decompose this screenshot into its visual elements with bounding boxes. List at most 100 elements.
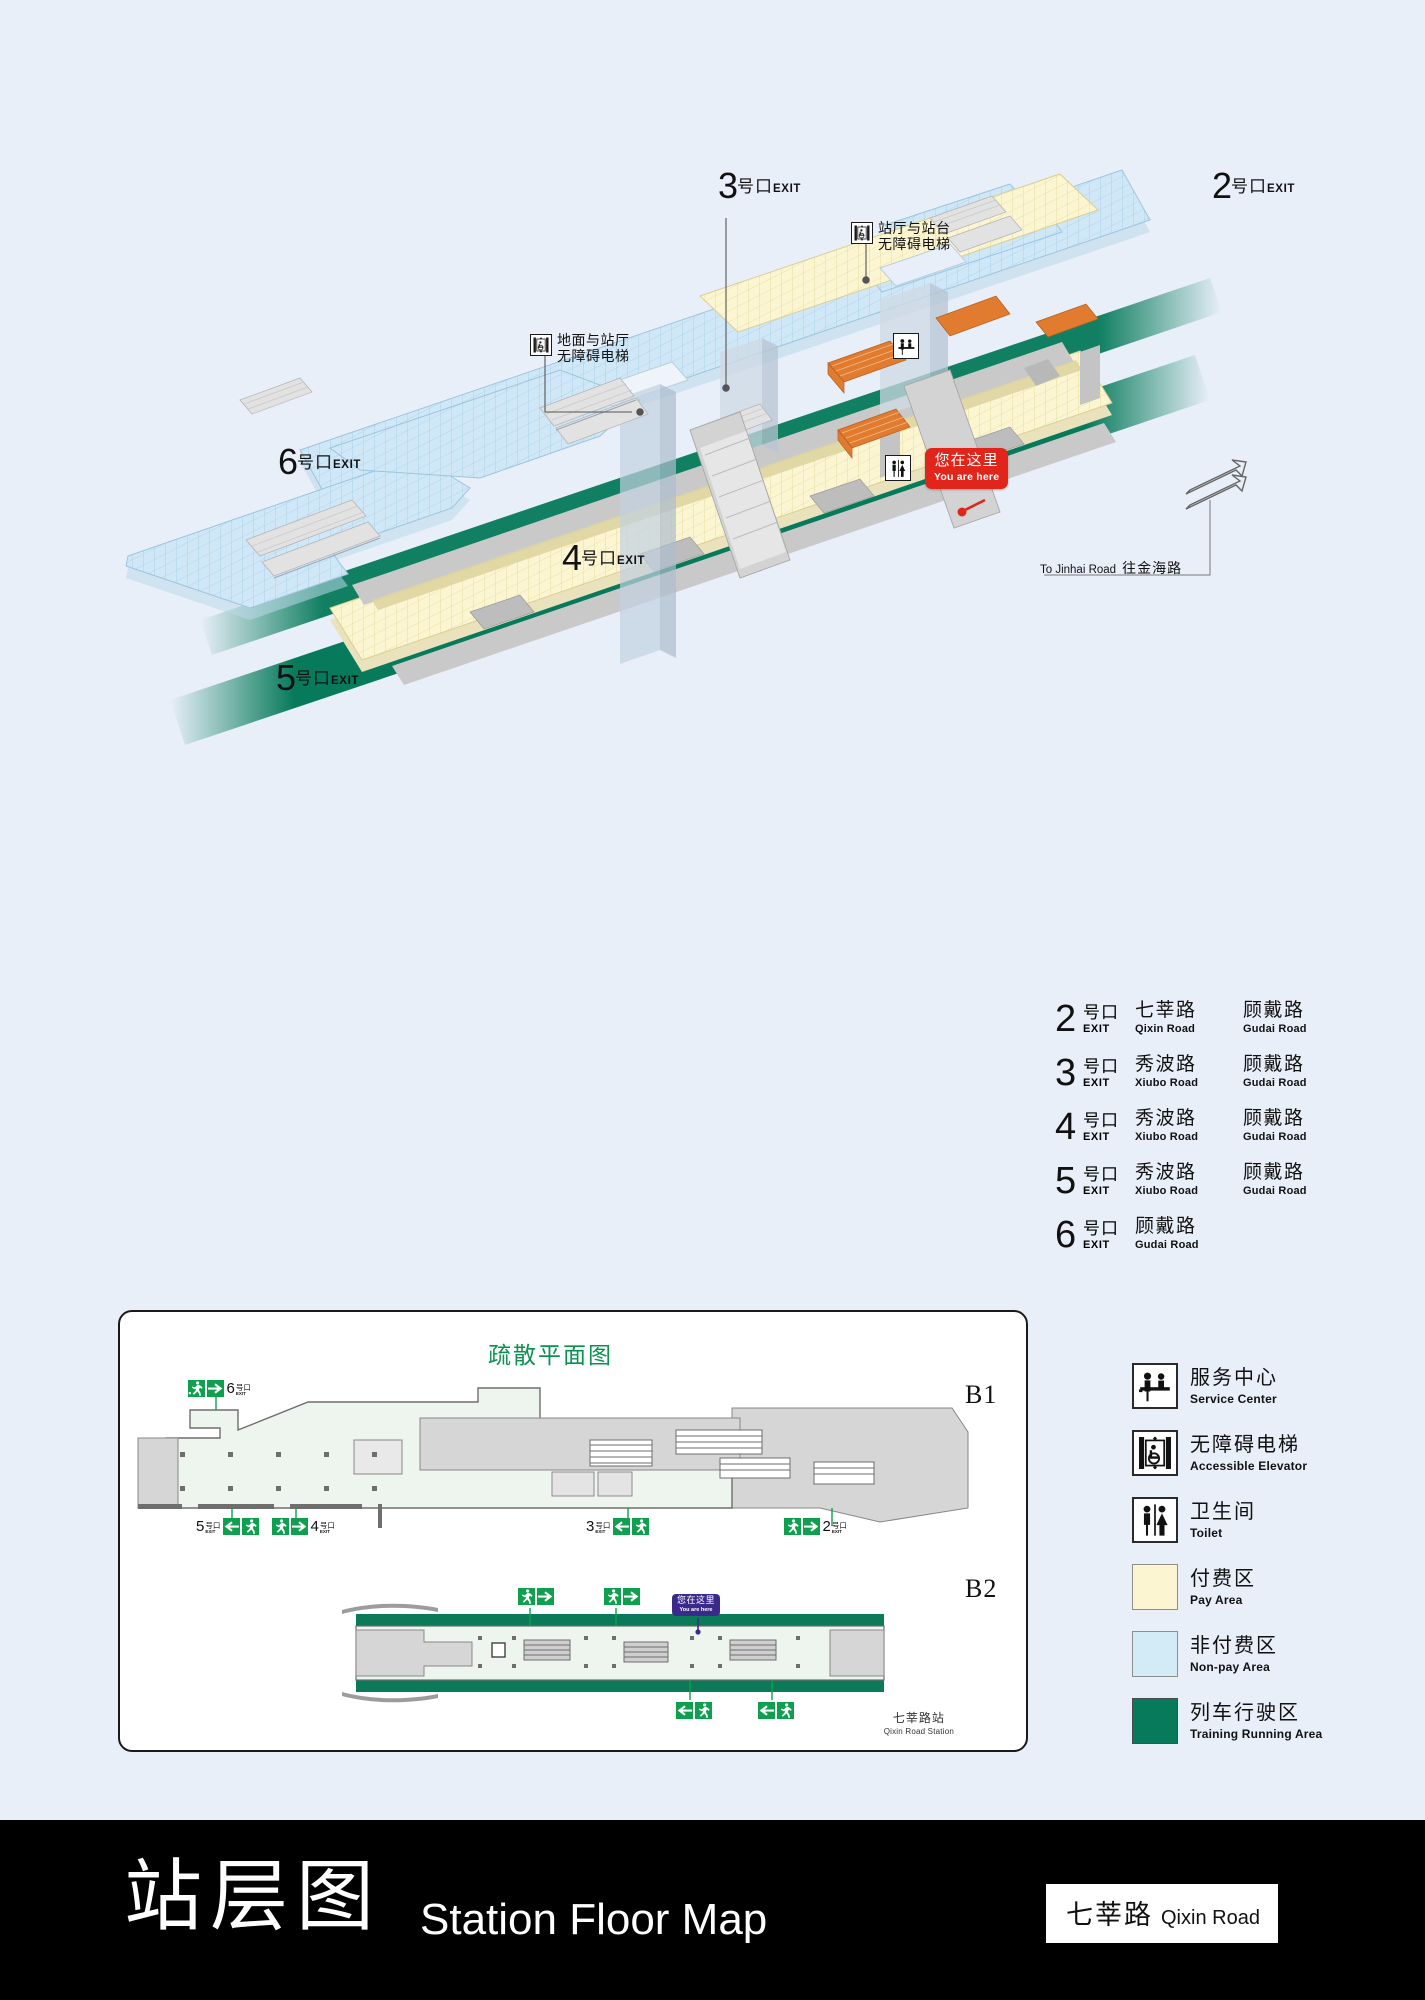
running-man-icon: [694, 1702, 712, 1719]
exit-list-row: 2 号口 EXIT 七莘路 Qixin Road 顾戴路 Gudai Road: [1055, 995, 1335, 1040]
iso-exit-label-3: 3号口EXIT: [718, 165, 801, 206]
elevator-note-concourse-platform: 站厅与站台 无障碍电梯: [851, 222, 951, 254]
legend-item-non-pay-area: 非付费区 Non-pay Area: [1132, 1630, 1322, 1678]
arrow-right-icon: [622, 1588, 640, 1605]
exit-number: 4: [1055, 1105, 1077, 1148]
pay-area-swatch: [1132, 1564, 1178, 1610]
exit-list-row: 6 号口 EXIT 顾戴路 Gudai Road: [1055, 1211, 1335, 1254]
iso-exit-label-6: 6号口EXIT: [278, 441, 361, 482]
service-center-icon: [1132, 1363, 1178, 1409]
elevator-note-ground-concourse: 地面与站厅 无障碍电梯: [530, 334, 630, 366]
exit-road: 秀波路 Xiubo Road: [1135, 1162, 1199, 1197]
floor-label-b2: B2: [965, 1574, 998, 1603]
page-title-en: Station Floor Map: [420, 1895, 768, 1944]
you-are-here-pointer: [957, 498, 986, 517]
exit-list: 2 号口 EXIT 七莘路 Qixin Road 顾戴路 Gudai Road …: [1055, 995, 1335, 1265]
exit-number: 5: [1055, 1159, 1077, 1202]
arrow-right-icon: [536, 1588, 554, 1605]
running-man-icon: [784, 1518, 801, 1535]
train-running-area-swatch: [1132, 1698, 1178, 1744]
exit-road: 秀波路 Xiubo Road: [1135, 1108, 1199, 1143]
you-are-here-badge: 您在这里 You are here: [925, 448, 1009, 490]
exit-tag: 号口 EXIT: [1083, 1057, 1119, 1089]
arrow-right-icon: [206, 1380, 224, 1397]
legend-item-pay-area: 付费区 Pay Area: [1132, 1563, 1322, 1611]
exit-list-row: 3 号口 EXIT 秀波路 Xiubo Road 顾戴路 Gudai Road: [1055, 1049, 1335, 1094]
iso-exit-label-4: 4号口EXIT: [562, 537, 645, 578]
legend-label: 服务中心 Service Center: [1190, 1366, 1278, 1406]
iso-exit-label-5: 5号口EXIT: [276, 657, 359, 698]
evac-b2-sign-2: [604, 1588, 640, 1605]
accessible-elevator-icon: [1132, 1430, 1178, 1476]
accessible-elevator-icon: [530, 334, 552, 356]
arrow-right-icon: [290, 1518, 308, 1535]
exit-list-row: 5 号口 EXIT 秀波路 Xiubo Road 顾戴路 Gudai Road: [1055, 1157, 1335, 1202]
evacuation-plan-svg: [137, 1387, 969, 1703]
evac-b2-plan: [342, 1603, 885, 1703]
exit-road: 顾戴路 Gudai Road: [1243, 1108, 1307, 1143]
legend-label: 卫生间 Toilet: [1190, 1500, 1256, 1540]
floor-label-b1: B1: [965, 1380, 998, 1409]
exit-road: 秀波路 Xiubo Road: [1135, 1054, 1199, 1089]
exit-road: 顾戴路 Gudai Road: [1243, 1054, 1307, 1089]
leader-lines: [544, 218, 870, 416]
evacuation-plan-panel: 疏散平面图 B1 B2: [118, 1310, 1028, 1752]
evac-you-are-here-en: You are here: [679, 1606, 713, 1613]
arrow-left-icon: [223, 1518, 241, 1535]
toilet-icon: [1132, 1497, 1178, 1543]
evac-b2-sign-1: [518, 1588, 554, 1605]
exit-tag: 号口 EXIT: [1083, 1003, 1119, 1035]
exit-tag: 号口 EXIT: [1083, 1111, 1119, 1143]
elevator-note-line1: 站厅与站台: [878, 222, 951, 237]
evac-you-are-here-badge: 您在这里 You are here: [672, 1594, 721, 1617]
arrow-left-icon: [613, 1518, 631, 1535]
non-pay-area-swatch: [1132, 1631, 1178, 1677]
isometric-station-diagram: 3号口EXIT 2号口EXIT 6号口EXIT 4号口EXIT 5号口EXIT: [125, 165, 1295, 745]
arrow-right-icon: [802, 1518, 820, 1535]
running-man-icon: [518, 1588, 535, 1605]
legend-item-accessible-elevator: 无障碍电梯 Accessible Elevator: [1132, 1429, 1322, 1477]
running-man-icon: [241, 1518, 259, 1535]
title-bar: 站层图 Station Floor Map: [0, 1820, 1425, 2000]
evac-b2-sign-4: [758, 1702, 794, 1719]
exit-tag: 号口 EXIT: [1083, 1219, 1119, 1251]
legend-label: 列车行驶区 Training Running Area: [1190, 1701, 1323, 1741]
arrow-left-icon: [758, 1702, 775, 1719]
exit-number: 2: [1055, 997, 1077, 1040]
legend-label: 非付费区 Non-pay Area: [1190, 1634, 1278, 1674]
running-man-icon: [776, 1702, 794, 1719]
exit-number: 3: [1055, 1051, 1077, 1094]
evac-you-are-here-cn: 您在这里: [677, 1595, 716, 1605]
legend-label: 付费区 Pay Area: [1190, 1567, 1256, 1607]
you-are-here-en: You are here: [934, 470, 1000, 483]
page-title-cn: 站层图: [124, 1853, 383, 1940]
arrow-left-icon: [676, 1702, 693, 1719]
station-name-box: 七莘路 Qixin Road: [1046, 1884, 1278, 1943]
evac-station-name: 七莘路站 Qixin Road Station: [883, 1711, 954, 1736]
running-man-icon: [604, 1588, 621, 1605]
evac-b1-plan: [137, 1387, 969, 1528]
exit-road: 顾戴路 Gudai Road: [1243, 1000, 1307, 1035]
running-man-icon: [188, 1380, 205, 1397]
exit-list-row: 4 号口 EXIT 秀波路 Xiubo Road 顾戴路 Gudai Road: [1055, 1103, 1335, 1148]
evac-b2-sign-3: [676, 1702, 712, 1719]
elevator-note-line2: 无障碍电梯: [557, 350, 630, 366]
legend-item-train-running-area: 列车行驶区 Training Running Area: [1132, 1697, 1322, 1745]
station-name-cn: 七莘路: [1066, 1900, 1153, 1930]
service-center-icon: [893, 333, 919, 359]
elevator-note-line2: 无障碍电梯: [878, 238, 951, 254]
exit-road: 顾戴路 Gudai Road: [1135, 1216, 1199, 1251]
iso-exit-label-2: 2号口EXIT: [1212, 165, 1295, 206]
exit-road: 顾戴路 Gudai Road: [1243, 1162, 1307, 1197]
direction-note-en: To Jinhai Road: [1040, 564, 1117, 576]
